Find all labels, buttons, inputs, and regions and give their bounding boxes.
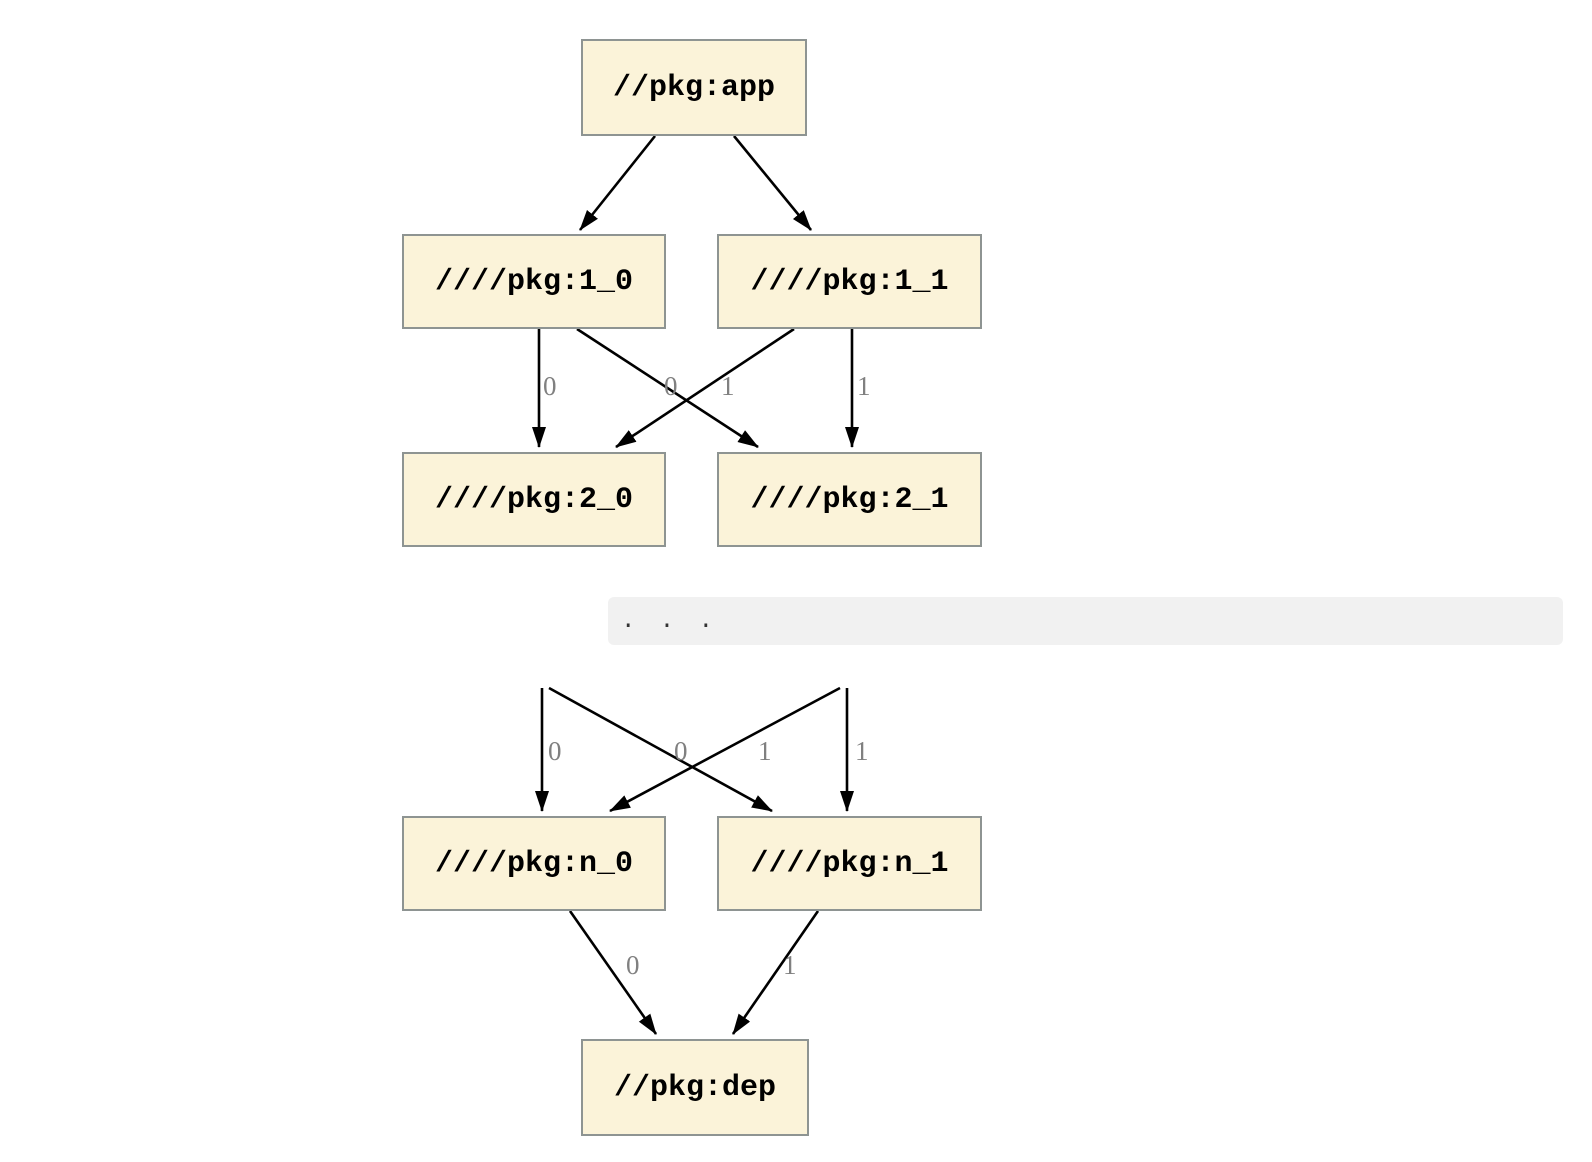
ellipsis-dots: . . . xyxy=(621,607,719,635)
node-pkg-2_0: ////pkg:2_0 xyxy=(402,452,666,547)
edge-n_1-dep xyxy=(731,910,820,1035)
node-pkg-1_0: ////pkg:1_0 xyxy=(402,234,666,329)
edge-label-n_0-dep: 0 xyxy=(626,950,640,980)
node-pkg-1_1: ////pkg:1_1 xyxy=(717,234,982,329)
edge-1_1-2_0 xyxy=(615,327,795,449)
edge-label-1_0-2_0: 0 xyxy=(543,371,557,401)
edge-label-1_1-2_1: 1 xyxy=(857,371,871,401)
node-pkg-2_1: ////pkg:2_1 xyxy=(717,452,982,547)
edge-label-1_0-2_1: 1 xyxy=(721,371,735,401)
edge-ellipsis-n_0-diagonal xyxy=(609,686,841,813)
edge-n_0-dep xyxy=(568,910,658,1035)
edge-label-n_1-dep: 1 xyxy=(783,950,797,980)
edge-label-1_1-2_0: 0 xyxy=(664,371,678,401)
edge-ellipsis-n_1-diagonal xyxy=(548,686,773,813)
edge-label-ellipsis-n_1-vertical: 1 xyxy=(855,736,869,766)
ellipsis-band: . . . xyxy=(608,597,1563,645)
edge-app-1_1 xyxy=(732,135,813,231)
node-pkg-n_0-label: ////pkg:n_0 xyxy=(434,846,634,881)
node-pkg-1_0-label: ////pkg:1_0 xyxy=(434,264,634,299)
node-pkg-1_1-label: ////pkg:1_1 xyxy=(750,264,949,299)
node-pkg-n_1-label: ////pkg:n_1 xyxy=(750,846,949,881)
node-pkg-2_1-label: ////pkg:2_1 xyxy=(750,482,949,517)
edge-app-1_0 xyxy=(578,135,657,231)
node-pkg-2_0-label: ////pkg:2_0 xyxy=(434,482,634,517)
edge-label-ellipsis-n_1-diagonal: 1 xyxy=(758,736,772,766)
node-pkg-n_1: ////pkg:n_1 xyxy=(717,816,982,911)
edge-label-ellipsis-n_0-diagonal: 0 xyxy=(674,736,688,766)
node-pkg-dep-label: //pkg:dep xyxy=(613,1070,777,1105)
node-pkg-dep: //pkg:dep xyxy=(581,1039,809,1136)
node-pkg-n_0: ////pkg:n_0 xyxy=(402,816,666,911)
node-pkg-app: //pkg:app xyxy=(581,39,807,136)
node-pkg-app-label: //pkg:app xyxy=(612,70,776,105)
edge-label-ellipsis-n_0-vertical: 0 xyxy=(548,736,562,766)
